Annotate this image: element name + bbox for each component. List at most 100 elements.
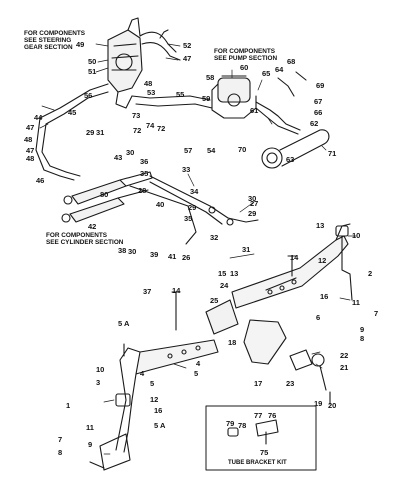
callout-39: 38 <box>118 246 126 255</box>
note-steering-line-3: GEAR SECTION <box>24 44 73 51</box>
callout-20: 19 <box>314 399 322 408</box>
callout-69: 68 <box>287 57 295 66</box>
callout-10b: 9 <box>88 440 92 449</box>
callout-40: 39 <box>150 250 158 259</box>
callout-66: 65 <box>262 69 270 78</box>
note-pump: FOR COMPONENTS SEE PUMP SECTION <box>214 48 277 62</box>
callout-78: 77 <box>254 411 262 420</box>
callout-47: 46 <box>36 176 44 185</box>
callout-81: 80 <box>100 190 108 199</box>
front-axle-left <box>99 339 219 471</box>
callout-46: 45 <box>68 108 76 117</box>
callout-4: 4 <box>140 369 145 378</box>
callout-12b: 11 <box>86 423 94 432</box>
callout-32b: 31 <box>242 245 250 254</box>
callout-60: 59 <box>202 94 210 103</box>
callout-21: 20 <box>328 401 336 410</box>
callout-13: 12 <box>318 256 326 265</box>
callout-13b: 12 <box>150 395 158 404</box>
callout-38: 37 <box>143 287 151 296</box>
bolts-and-pins <box>89 255 331 469</box>
pump-assembly <box>211 71 307 135</box>
note-steering-gear: FOR COMPONENTS SEE STEERING GEAR SECTION <box>24 30 85 51</box>
callout-56: 55 <box>176 90 184 99</box>
callout-14b: 13 <box>316 221 324 230</box>
callout-80: 79 <box>226 419 234 428</box>
callout-25: 24 <box>220 281 229 290</box>
note-cylinder: FOR COMPONENTS SEE CYLINDER SECTION <box>46 232 123 246</box>
callout-74: 73 <box>132 111 140 120</box>
callout-12: 11 <box>352 298 360 307</box>
callout-48c: 47 <box>26 146 34 155</box>
callout-8b: 7 <box>58 435 62 444</box>
callout-3: 3 <box>96 378 100 387</box>
callout-31b: 30 <box>248 194 256 203</box>
callout-5: 5 <box>150 379 154 388</box>
callout-48b: 47 <box>26 123 34 132</box>
callout-73: 72 <box>157 124 165 133</box>
callout-9b: 8 <box>58 448 62 457</box>
callout-2: 2 <box>368 269 372 278</box>
callout-30c: 29 <box>248 209 256 218</box>
callout-45: 44 <box>34 113 43 122</box>
note-cylinder-line-1: FOR COMPONENTS <box>46 232 108 239</box>
callout-15: 14 <box>290 253 299 262</box>
callout-36b: 35 <box>184 214 192 223</box>
steering-tubes <box>131 29 213 109</box>
note-cylinder-line-2: SEE CYLINDER SECTION <box>46 239 124 246</box>
callout-9: 8 <box>360 334 364 343</box>
callout-70: 69 <box>316 81 324 90</box>
steering-gear-assembly <box>107 17 143 109</box>
callout-11: 10 <box>352 231 360 240</box>
callout-64: 63 <box>286 155 294 164</box>
callout-5b: 5 <box>194 369 198 378</box>
callout-49: 48 <box>144 79 152 88</box>
callout-54: 53 <box>147 88 155 97</box>
callout-17: 16 <box>320 292 328 301</box>
callout-79: 78 <box>238 421 246 430</box>
callout-5a: 5 A <box>118 319 130 328</box>
callout-6: 5 A <box>154 421 166 430</box>
callout-31c: 30 <box>128 247 136 256</box>
callout-53: 52 <box>183 41 191 50</box>
callout-33: 32 <box>210 233 218 242</box>
callout-layer: 49 50 51 52 47 48 53 55 56 44 45 47 48 4… <box>24 40 378 457</box>
tie-rod-linkage <box>129 175 259 245</box>
note-steering-line-2: SEE STEERING <box>24 37 72 44</box>
callout-28: 27 <box>250 199 258 208</box>
callout-10: 9 <box>360 325 364 334</box>
callout-68: 67 <box>314 97 322 106</box>
callout-7: 6 <box>316 313 320 322</box>
callout-1: 1 <box>66 401 70 410</box>
callout-43: 42 <box>88 222 96 231</box>
callout-61: 60 <box>240 63 248 72</box>
callout-65: 64 <box>275 65 284 74</box>
cylinder-assembly <box>61 171 153 223</box>
tube-bracket-parts <box>227 419 279 445</box>
callout-27: 26 <box>182 253 190 262</box>
callout-18: 17 <box>254 379 262 388</box>
note-pump-line-2: SEE PUMP SECTION <box>214 55 278 62</box>
callout-52: 51 <box>88 67 96 76</box>
callout-75: 74 <box>146 121 155 130</box>
callout-35: 34 <box>190 187 199 196</box>
callout-55: 54 <box>207 146 216 155</box>
callout-23: 22 <box>340 351 348 360</box>
callout-15b: 14 <box>172 286 181 295</box>
callout-48: 47 <box>183 54 191 63</box>
callout-36: 35 <box>140 169 148 178</box>
callout-49c: 48 <box>26 154 34 163</box>
callout-34: 33 <box>182 165 190 174</box>
callout-30: 29 <box>86 128 94 137</box>
callout-76: 75 <box>260 448 268 457</box>
callout-14: 13 <box>230 269 238 278</box>
tube-bracket-kit-box <box>205 405 317 471</box>
callout-17b: 16 <box>154 406 162 415</box>
callout-11b: 10 <box>96 365 104 374</box>
callout-63: 62 <box>310 119 318 128</box>
callout-51: 50 <box>88 57 96 66</box>
hydraulic-lines-left <box>35 83 109 181</box>
callout-49b: 48 <box>24 135 32 144</box>
callout-50: 49 <box>76 40 84 49</box>
